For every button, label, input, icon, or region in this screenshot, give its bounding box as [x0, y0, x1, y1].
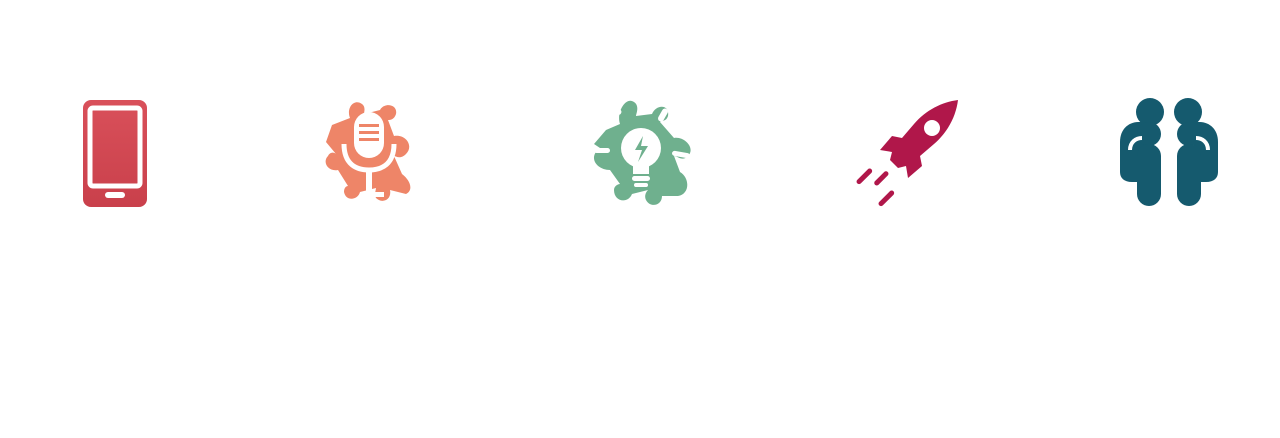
puzzle-microphone-icon [302, 90, 432, 220]
icon-row [0, 90, 1280, 220]
rocket-icon [846, 90, 976, 220]
smartphone-icon [50, 90, 180, 220]
puzzle-lightbulb-icon [576, 90, 706, 220]
people-group-icon [1104, 90, 1234, 220]
